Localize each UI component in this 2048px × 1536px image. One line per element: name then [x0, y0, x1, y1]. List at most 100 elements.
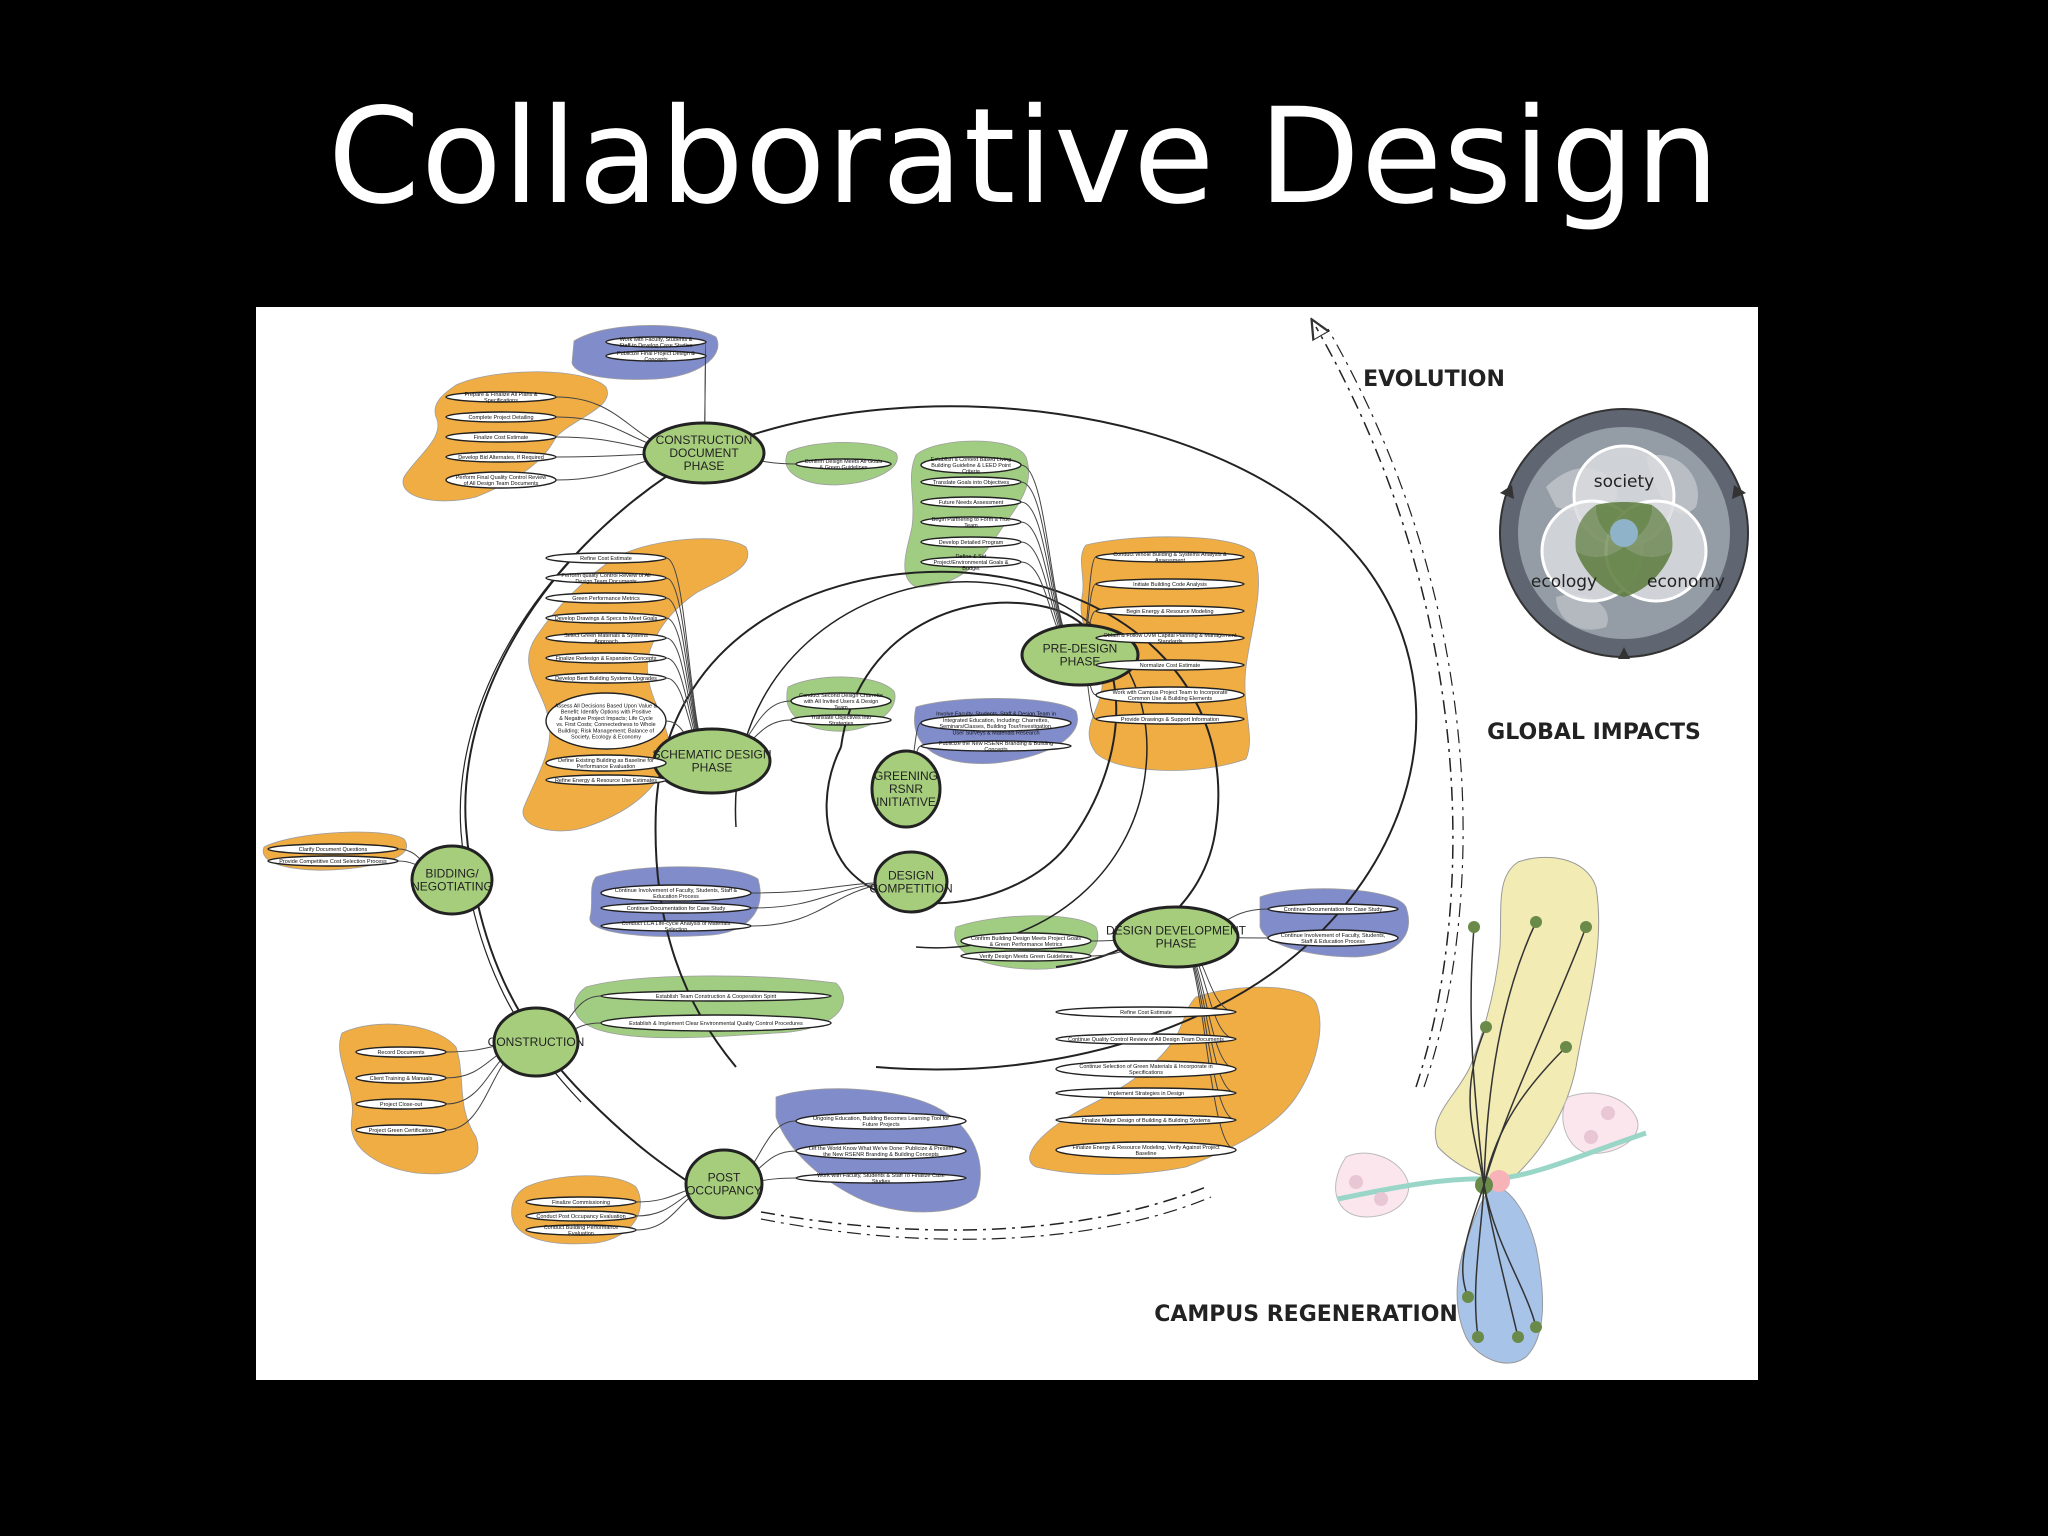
task-pill: [445, 411, 557, 423]
task-text: Finalize Energy & Resource Modeling, Ver…: [1072, 1145, 1220, 1151]
task-pill: [445, 391, 557, 403]
task-text: Initiate Building Code Analysis: [1133, 582, 1207, 588]
tasks-comp-blue: Continue Involvement of Faculty, Student…: [600, 884, 752, 933]
task-pill: [920, 714, 1072, 732]
task-text: Refine Energy & Resource Use Estimates: [555, 778, 657, 784]
task-text: Obtain & Follow UVM Capital Planning & M…: [1104, 633, 1237, 639]
task-text: with All Invited Users & Design: [803, 699, 879, 705]
task-text: Team: [834, 705, 848, 711]
task-text: Client Training & Manuals: [370, 1076, 433, 1082]
task-text: Confirm Building Design Meets Project Go…: [971, 936, 1081, 942]
task-pill: [545, 754, 667, 772]
task-pill: [1095, 632, 1245, 644]
phase-pre-label: PRE-DESIGN: [1043, 642, 1118, 656]
task-pill: [355, 1124, 447, 1136]
phase-pre-label: PHASE: [1060, 655, 1101, 669]
task-text: Develop Best Building Systems Upgrades: [555, 676, 657, 682]
phase-dd-label: DESIGN DEVELOPMENT: [1106, 924, 1247, 938]
task-text: Finalize Major Design of Building & Buil…: [1081, 1118, 1210, 1124]
spiral-outer: [703, 405, 1418, 1071]
task-pill: [1095, 686, 1245, 704]
task-text: Education Process: [653, 894, 699, 900]
tasks-cd-blue: Work with Faculty, Students &Staff to De…: [605, 336, 707, 363]
task-text: Strategies: [829, 721, 854, 727]
task-text: Provide Competitive Cost Selection Proce…: [279, 859, 387, 865]
task-text: Performance Evaluation: [577, 764, 636, 770]
task-pill: [545, 592, 667, 604]
task-text: Develop Detailed Program: [939, 540, 1004, 546]
task-pill: [545, 672, 667, 684]
task-pill: [600, 920, 752, 932]
spiral-middle: [655, 570, 1220, 968]
task-text: Publicize the New RSENR Branding & Build…: [939, 741, 1053, 747]
phase-comp-label: COMPETITION: [869, 882, 952, 896]
dashed-path-bottom-2: [760, 1196, 1212, 1240]
tasks-green-blue: Involve Faculty, Students, Staff & Desig…: [920, 712, 1072, 753]
ecology-label: ecology: [1531, 572, 1597, 592]
phase-bid-label: BIDDING/: [425, 867, 479, 881]
task-text: Establish a Context Based Living: [931, 457, 1011, 463]
task-pill: [795, 1112, 967, 1130]
task-text: Ongoing Education, Building Becomes Lear…: [813, 1116, 949, 1122]
task-pill: [525, 1196, 637, 1208]
task-pill: [355, 1098, 447, 1110]
task-pill: [545, 572, 667, 584]
task-pill: [1267, 929, 1399, 947]
economy-label: economy: [1647, 572, 1725, 592]
task-pill: [960, 932, 1092, 950]
task-pill: [600, 902, 752, 914]
phase-post-circle: [684, 1148, 764, 1220]
task-text: User Surveys & Materials Research: [952, 730, 1039, 736]
task-text: & Green Guidelines: [820, 465, 868, 471]
task-text: Develop Drawings & Specs to Meet Goals: [555, 616, 658, 622]
task-pill: [960, 950, 1092, 962]
task-pill: [600, 1014, 832, 1032]
phase-green-label: GREENING: [874, 769, 938, 783]
task-text: Specifications: [484, 398, 518, 404]
task-pill: [920, 496, 1022, 508]
phase-post-label: OCCUPANCY: [686, 1184, 762, 1198]
phase-cd-label: PHASE: [684, 459, 725, 473]
global-impacts-globe: society ecology economy: [1499, 408, 1749, 659]
phase-dd-label: PHASE: [1156, 937, 1197, 951]
task-pill: [545, 652, 667, 664]
task-text: Define & Set: [956, 554, 987, 560]
dashed-path-right-2: [1327, 328, 1464, 1088]
task-text: Criteria: [962, 469, 981, 475]
task-text: Confirm Design Meets All Goals: [805, 459, 883, 465]
task-text: Conduct Second Design Charrette: [799, 693, 883, 699]
task-pill: [605, 336, 707, 348]
task-pill: [1267, 903, 1399, 915]
task-pill: [355, 1072, 447, 1084]
task-pill: [1055, 1087, 1237, 1099]
task-text: Refine Cost Estimate: [580, 556, 632, 562]
campus-regeneration-graphic: [1335, 856, 1647, 1364]
task-text: Normalize Cost Estimate: [1140, 663, 1201, 669]
dashed-path-right: [1316, 327, 1454, 1088]
campus-regeneration-label: CAMPUS REGENERATION: [1154, 1302, 1458, 1327]
task-pill: [445, 471, 557, 489]
phase-bid-label: NEGOTIATING: [411, 880, 493, 894]
task-text: Benefit: Identify Options with Positive: [561, 710, 652, 716]
task-pill: [920, 740, 1072, 752]
task-text: Evaluation: [568, 1231, 594, 1237]
task-text: Complete Project Detailing: [468, 415, 533, 421]
task-text: Perform Final Quality Control Review: [456, 475, 547, 481]
task-pill: [1095, 578, 1245, 590]
task-text: Selection: [665, 927, 688, 933]
task-text: Select Green Materials & Systems: [564, 633, 648, 639]
task-pill: [920, 556, 1022, 568]
spiral-inner: [825, 601, 1118, 905]
task-text: Assessment: [1155, 558, 1185, 564]
task-text: Translate Goals into Objectives: [933, 480, 1009, 486]
task-pill: [795, 458, 892, 470]
task-pill: [1055, 1141, 1237, 1159]
task-pill: [605, 350, 707, 362]
